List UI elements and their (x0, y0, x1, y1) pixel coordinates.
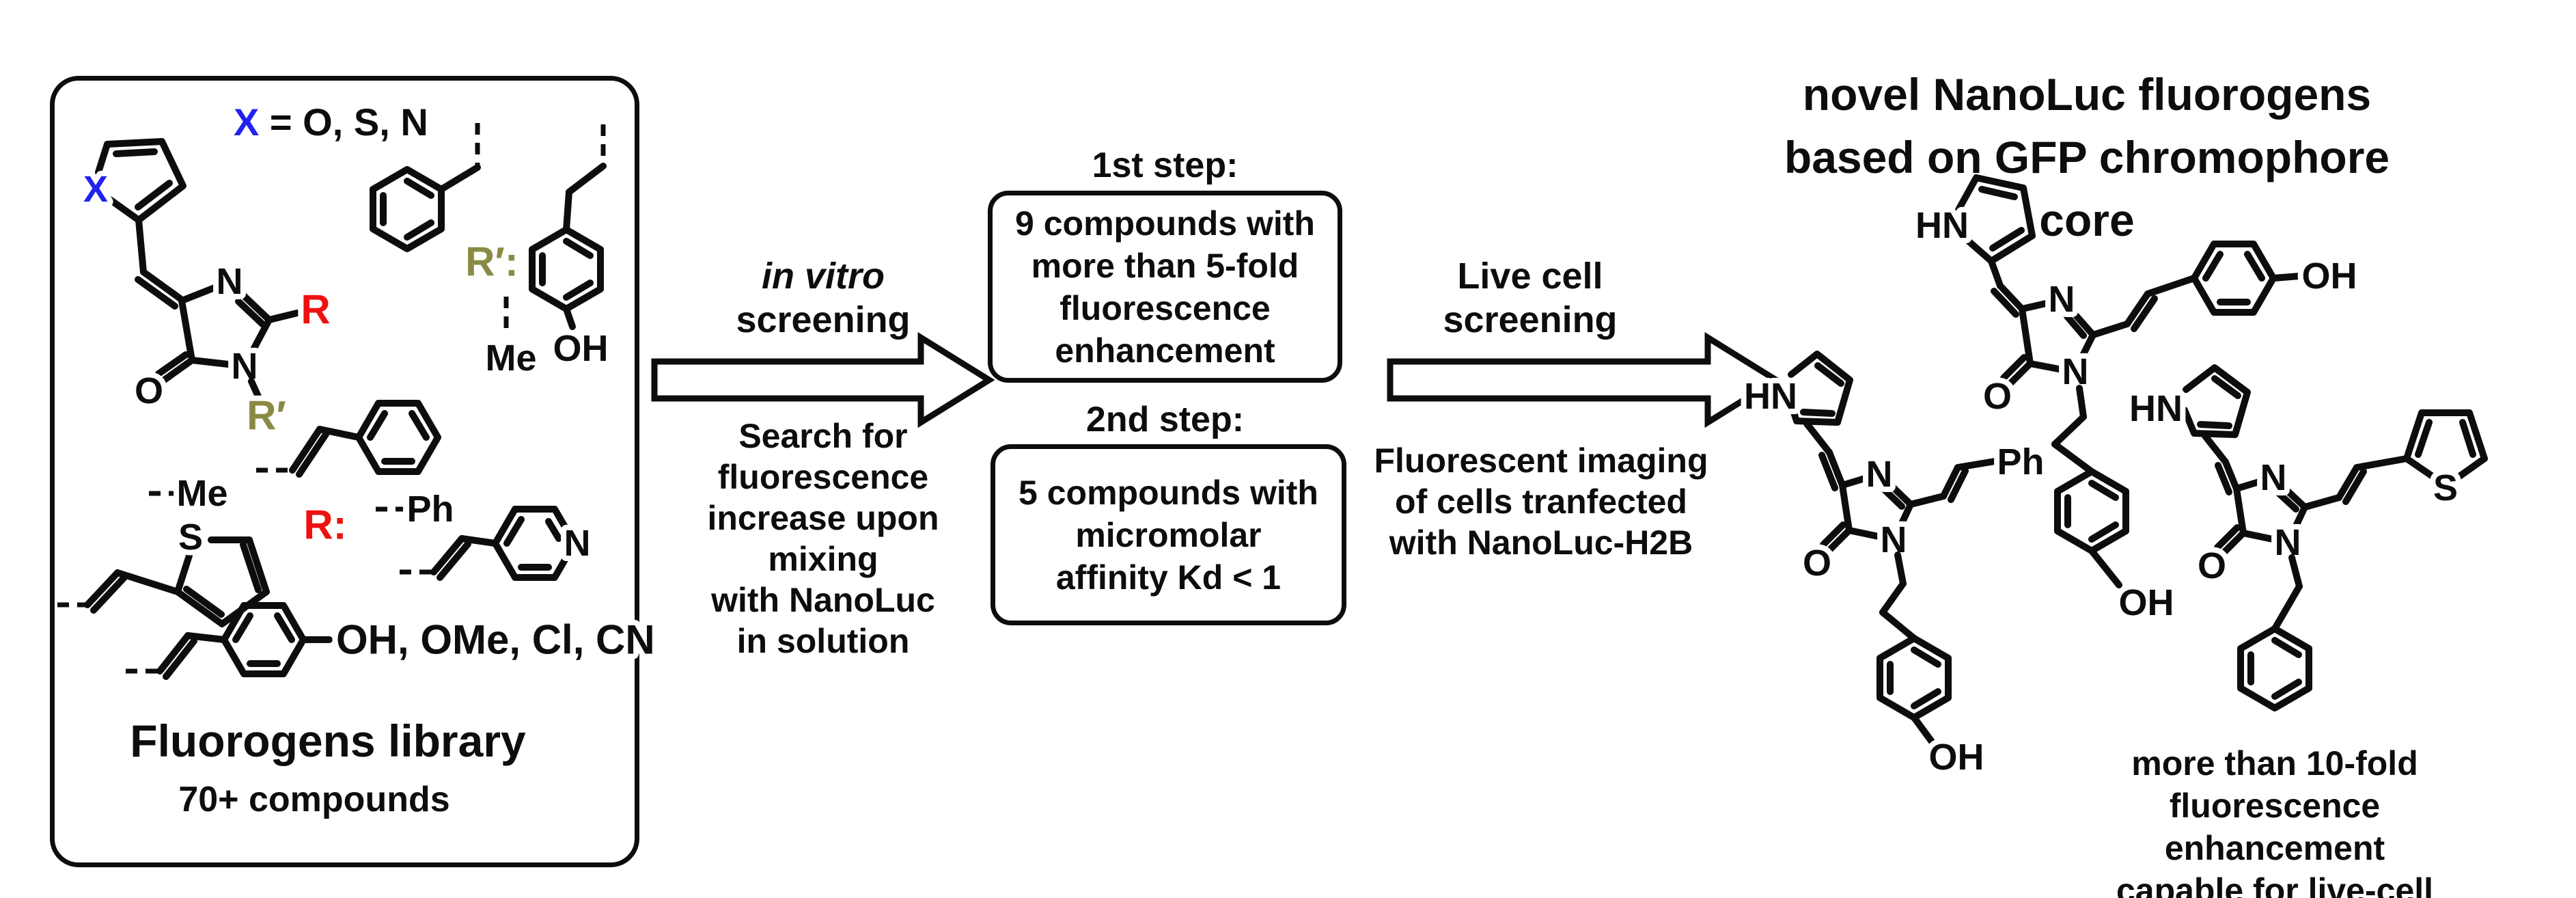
x-heteroring (95, 138, 186, 223)
caption-line: of cells tranfected (1395, 482, 1687, 521)
core-chromophore-structure: X N N O R R′ (78, 138, 336, 444)
step1-line: more than 5-fold (1031, 246, 1299, 285)
phenyl-ring (355, 400, 441, 475)
caption-line: fluorescence enhancement (2164, 787, 2385, 867)
title-line: based on GFP chromophore core (1784, 132, 2390, 245)
atom-label-s: S (178, 517, 203, 558)
screening-line: screening (1443, 299, 1618, 340)
atom-label-n: N (217, 261, 243, 302)
atom-label-oh: OH (1929, 737, 1984, 778)
right-panel-title: novel NanoLuc fluorogens based on GFP ch… (1742, 63, 2432, 251)
step2-line: affinity Kd < 1 (1055, 558, 1282, 597)
me-label: Me (176, 473, 227, 514)
caption-line: with NanoLuc (711, 581, 935, 619)
x-legend-symbol: X (234, 100, 260, 144)
atom-label-hn: HN (1744, 376, 1797, 417)
methyl-r-option: Me (149, 467, 234, 519)
flow-arrow-2 (1387, 331, 1782, 428)
ph-label: Ph (1997, 441, 2044, 482)
title-line: novel NanoLuc fluorogens (1802, 69, 2372, 120)
atom-label-o: O (1983, 376, 2012, 417)
phenyl-r-option: Ph (376, 483, 460, 535)
atom-label-x: X (83, 169, 108, 210)
nanoluc-fluorogen-1: HN N N O OH (1910, 174, 2363, 629)
library-title: Fluorogens library (130, 716, 526, 766)
atom-label-oh: OH (2119, 582, 2174, 623)
caption-line: in solution (736, 622, 910, 660)
caption-line: mixing (768, 540, 878, 578)
atom-label-o: O (135, 370, 163, 411)
atom-label-hn: HN (2129, 388, 2183, 429)
atom-label-n: N (1881, 519, 1907, 560)
atom-label-s: S (2433, 467, 2458, 508)
atom-label-hn: HN (1915, 205, 1969, 246)
styryl-phenol-fragment: OH, OMe, Cl, CN (126, 602, 661, 680)
step1-box: 9 compounds with more than 5-fold fluore… (988, 191, 1342, 383)
fluorogens-library-panel (50, 76, 639, 867)
benzyl-ring (370, 166, 445, 252)
atom-label-n: N (2049, 279, 2075, 320)
flow-arrow-1 (651, 331, 995, 428)
caption-line: increase upon (707, 499, 939, 537)
step2-box: 5 compounds with micromolar affinity Kd … (991, 444, 1346, 625)
atom-label-oh: OH (2302, 256, 2357, 297)
core-r-prime-label: R′ (247, 393, 286, 439)
screening-line: screening (736, 299, 911, 340)
caption-line: with NanoLuc-H2B (1389, 523, 1693, 562)
step1-line: enhancement (1055, 331, 1275, 370)
search-caption: Search for fluorescence increase upon mi… (652, 416, 994, 662)
livecell-screening-label: Live cell screening (1394, 254, 1667, 342)
step2-line: 5 compounds with (1019, 473, 1318, 512)
x-legend-values: = O, S, N (259, 100, 428, 144)
atom-label-n: N (564, 523, 591, 564)
atom-label-n: N (2275, 522, 2301, 563)
atom-label-n: N (2062, 351, 2089, 392)
atom-label-o: O (2198, 545, 2226, 586)
atom-label-n: N (1866, 454, 1893, 495)
nanoluc-fluorogen-2: HN N N O Ph (1739, 351, 2050, 783)
caption-line: fluorescence (717, 458, 929, 496)
livecell-line: Live cell (1457, 256, 1603, 297)
core-r-label: R (301, 287, 330, 333)
atom-label-oh: OH (553, 328, 609, 369)
styryl-phenyl-fragment (256, 400, 441, 478)
atom-label-o: O (1803, 543, 1831, 584)
nanoluc-fluorogen-3: HN N N O S (2124, 364, 2488, 711)
caption-line: more than 10-fold (2131, 744, 2418, 783)
phenol-ring (221, 602, 307, 677)
ph-label: Ph (406, 489, 454, 530)
x-legend: X = O, S, N (234, 100, 428, 144)
substituent-list-label: OH, OMe, Cl, CN (336, 617, 655, 663)
step2-line: micromolar (1075, 515, 1262, 554)
invitro-screening-label: in vitro screening (687, 254, 960, 342)
imaging-caption: Fluorescent imaging of cells tranfected … (1370, 440, 1712, 563)
r-prime-list-label: R′: (465, 239, 518, 285)
invitro-line: in vitro (761, 256, 885, 297)
caption-line: Search for (738, 417, 908, 455)
hydroxyphenethyl-fragment: OH Me (480, 124, 614, 384)
vinyl-pyridine-fragment: N (400, 506, 596, 581)
step2-heading: 2nd step: (1085, 400, 1245, 439)
caption-line: Fluorescent imaging (1374, 441, 1708, 480)
step1-line: 9 compounds with (1015, 204, 1315, 243)
r-list-label: R: (303, 502, 346, 548)
benzyl-fragment (370, 123, 481, 252)
caption-line: capable for live-cell imaging (2116, 871, 2434, 898)
methyl-option-label: Me (485, 338, 536, 379)
right-panel-caption: more than 10-fold fluorescence enhanceme… (2070, 742, 2480, 898)
vinyl-thiophene-fragment: S (57, 511, 270, 627)
library-count: 70+ compounds (178, 780, 450, 819)
step1-line: fluorescence (1060, 288, 1271, 327)
atom-label-n: N (2260, 457, 2287, 498)
step1-heading: 1st step: (1092, 146, 1238, 185)
